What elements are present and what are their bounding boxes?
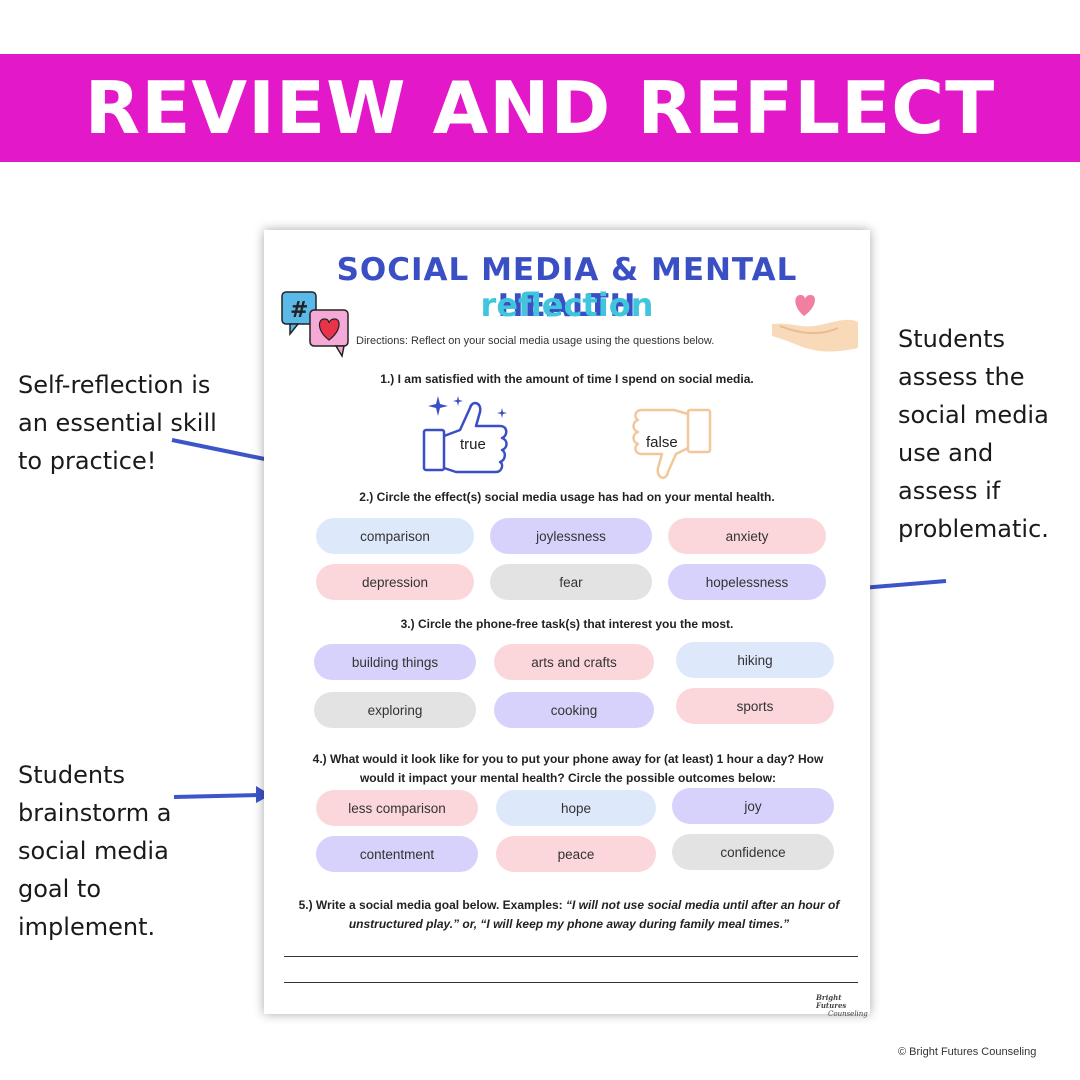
note-self-reflection: Self-reflection is an essential skill to… xyxy=(18,371,217,475)
option-less-comparison[interactable]: less comparison xyxy=(316,790,478,826)
brand-logo: Bright Futures Counseling xyxy=(816,993,870,1019)
option-peace[interactable]: peace xyxy=(496,836,656,872)
option-confidence[interactable]: confidence xyxy=(672,834,834,870)
question-5-prompt: 5.) Write a social media goal below. Exa… xyxy=(298,898,567,912)
question-3: 3.) Circle the phone-free task(s) that i… xyxy=(400,617,734,631)
thumbs-up-icon xyxy=(422,396,508,474)
option-anxiety[interactable]: anxiety xyxy=(668,518,826,554)
option-exploring[interactable]: exploring xyxy=(314,692,476,728)
hashtag-bubble-icon: # xyxy=(281,291,317,337)
false-label: false xyxy=(646,434,678,451)
heart-hand-icon xyxy=(772,294,858,352)
question-5: 5.) Write a social media goal below. Exa… xyxy=(286,896,852,934)
social-bubbles-icon: # xyxy=(281,291,349,359)
option-comparison[interactable]: comparison xyxy=(316,518,474,554)
worksheet-subtitle: reflection xyxy=(480,286,654,324)
logo-line-1: Bright Futures xyxy=(816,993,847,1010)
option-cooking[interactable]: cooking xyxy=(494,692,654,728)
worksheet-directions: Directions: Reflect on your social media… xyxy=(356,335,715,347)
note-brainstorm-goal: Students brainstorm a social media goal … xyxy=(18,761,172,941)
question-4: 4.) What would it look like for you to p… xyxy=(312,752,824,785)
worksheet-title: SOCIAL MEDIA & MENTAL HEALTH xyxy=(336,252,798,324)
worksheet-page: SOCIAL MEDIA & MENTAL HEALTH reflection … xyxy=(264,230,870,1018)
question-1: 1.) I am satisfied with the amount of ti… xyxy=(380,372,754,386)
header-banner: REVIEW AND REFLECT xyxy=(0,54,1080,162)
question-2: 2.) Circle the effect(s) social media us… xyxy=(359,490,775,504)
copyright-text: © Bright Futures Counseling xyxy=(898,1046,1037,1058)
option-contentment[interactable]: contentment xyxy=(316,836,478,872)
option-hiking[interactable]: hiking xyxy=(676,642,834,678)
banner-title: REVIEW AND REFLECT xyxy=(84,66,996,150)
heart-bubble-icon xyxy=(309,309,349,359)
option-fear[interactable]: fear xyxy=(490,564,652,600)
logo-line-2: Counseling xyxy=(828,1010,868,1018)
thumbs-down-icon xyxy=(632,408,712,480)
option-sports[interactable]: sports xyxy=(676,688,834,724)
option-joylessness[interactable]: joylessness xyxy=(490,518,652,554)
note-assess-use: Students assess the social media use and… xyxy=(898,325,1049,543)
answer-line-1[interactable] xyxy=(284,956,858,957)
true-label: true xyxy=(460,436,486,453)
option-depression[interactable]: depression xyxy=(316,564,474,600)
option-arts-and-crafts[interactable]: arts and crafts xyxy=(494,644,654,680)
option-hope[interactable]: hope xyxy=(496,790,656,826)
svg-text:#: # xyxy=(290,298,308,323)
option-joy[interactable]: joy xyxy=(672,788,834,824)
option-hopelessness[interactable]: hopelessness xyxy=(668,564,826,600)
option-building-things[interactable]: building things xyxy=(314,644,476,680)
answer-line-2[interactable] xyxy=(284,982,858,983)
question-5-examples: “I will not use social media until after… xyxy=(348,898,840,931)
